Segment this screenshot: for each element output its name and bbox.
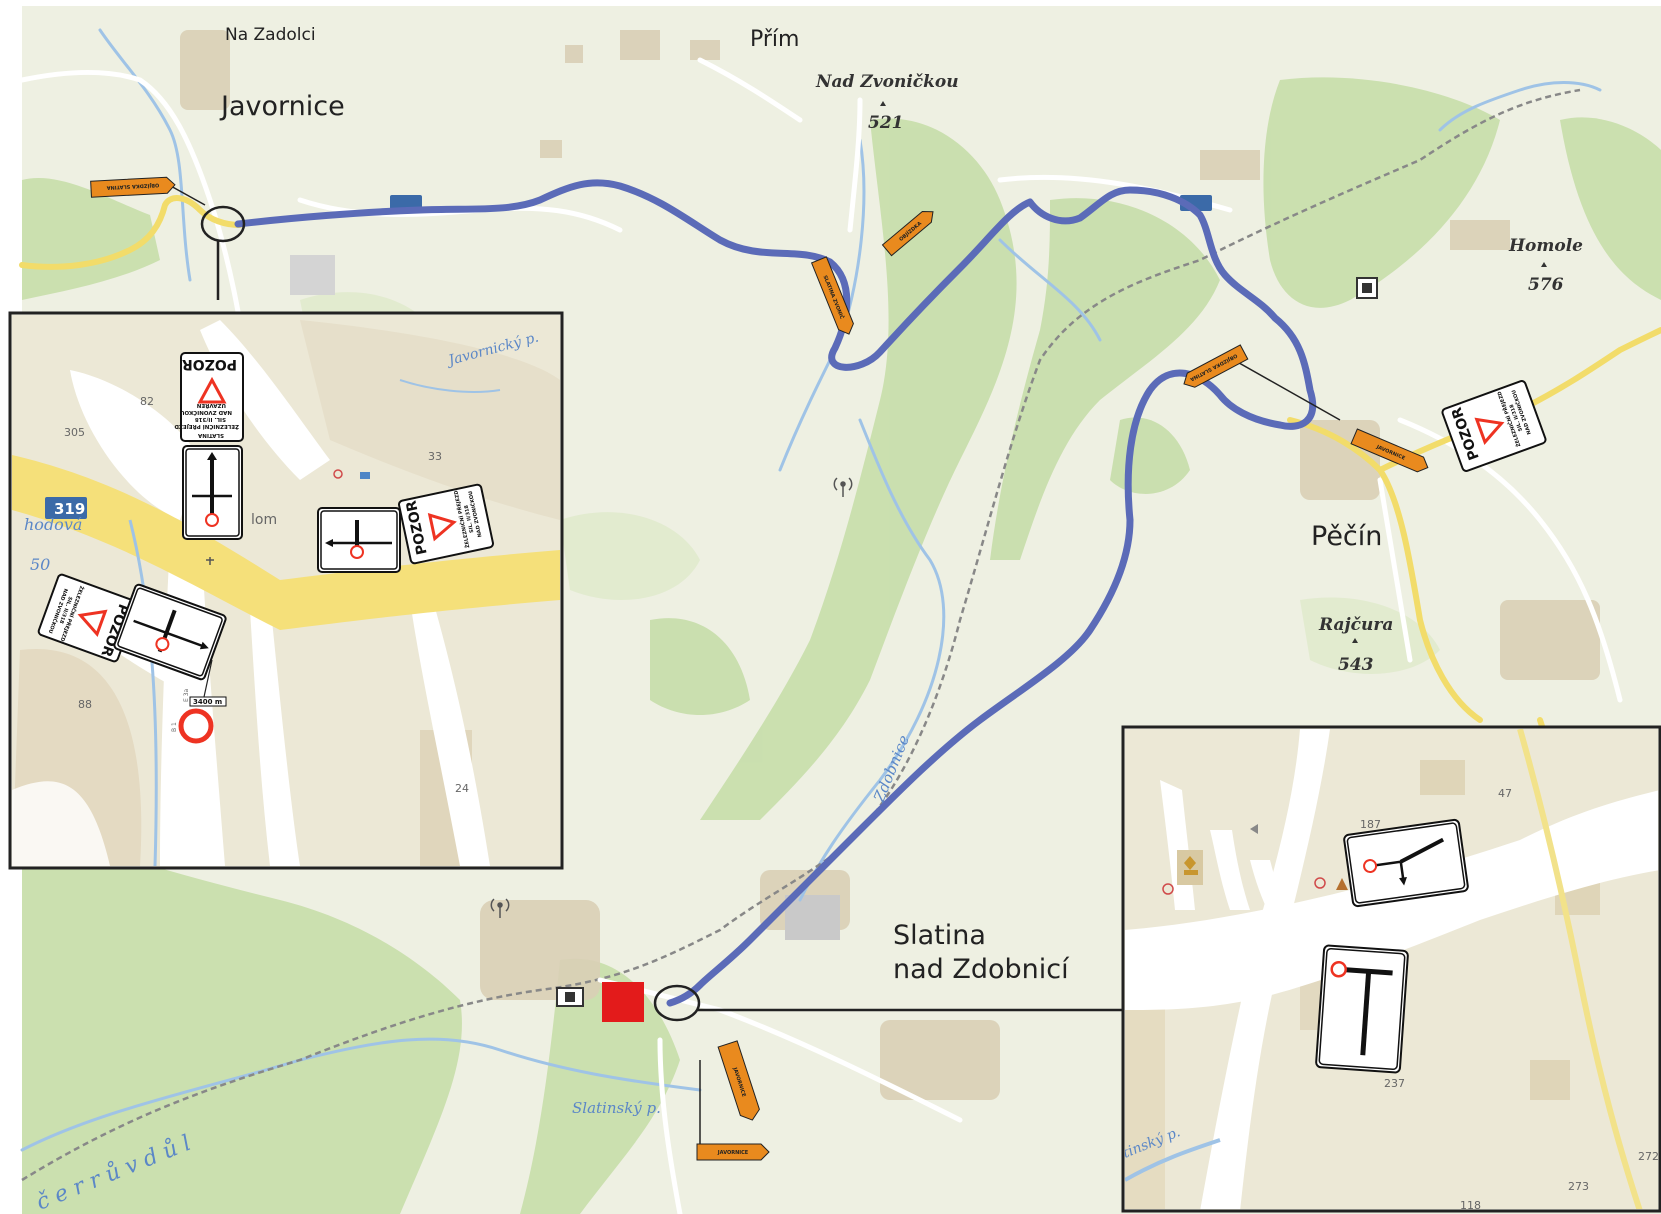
railway [21,88,1581,1182]
inset-left-road-shield: 319 [54,500,85,518]
detour-arrow-7: JAVORNICE [696,1143,770,1161]
peak-rajcura-elev: 543 [1338,655,1374,675]
place-javornice: Javornice [219,91,345,122]
inset-right-lbl-118: 118 [1460,1199,1481,1212]
parking-area [290,255,335,295]
junction-circle-slatina [653,984,701,1022]
antenna-icon-2 [490,898,510,918]
river-slatinsky: Slatinský p. [572,1099,661,1117]
peak-homole-icon [1541,262,1547,267]
detour-arrow-5: JAVORNICE [1350,428,1429,473]
sign-priority-cross-top [182,445,243,540]
sign-b1-text: B 1 [171,722,178,732]
inset-left-lbl-305: 305 [64,426,85,439]
junction-circle-javornice [200,205,246,243]
peak-rajcura-icon [1352,638,1358,643]
sign-cluster-right: POZOR ŽELEZNIČNÍ PŘEJEZD SIL. II/318 NAD… [317,483,494,573]
sign-warning-right-l2: SIL. II/318 [463,504,475,533]
inset-left-lbl-50: 50 [30,555,50,574]
place-prim: Přím [750,27,799,52]
peak-homole-name: Homole [1508,236,1583,256]
detour-arrow-1: OBJÍZDKA SLATINA [90,176,176,198]
inset-right-lbl-272: 272 [1638,1150,1659,1163]
inset-left-lbl-88: 88 [78,698,92,711]
sign-warning-line2: SIL. II/318 [195,416,226,422]
detour-arrow-7-text: JAVORNICE [717,1150,749,1156]
peak-nad-zvonickou-name: Nad Zvoničkou [815,72,959,92]
sign-priority-inset-right [1343,818,1469,908]
inset-left-lbl-hodova: hodová [24,515,82,534]
sign-dead-end-inset-right [1315,944,1409,1074]
sign-e3a-text: E 3a [183,688,190,702]
sign-cluster-lower: POZOR ŽELEZNIČNÍ PŘEJEZD SIL. II/318 NAD… [37,573,227,681]
station-icon [556,987,584,1007]
place-slatina-line2: nad Zdobnicí [893,954,1070,985]
place-na-zadolci: Na Zadolci [225,25,316,45]
sign-warning-line1: ŽELEZNIČNÍ PŘEJEZD [174,423,239,431]
inset-left-lbl-33: 33 [428,450,442,463]
station-icon-2 [1356,277,1378,299]
peak-rajcura-name: Rajčura [1318,615,1393,635]
sign-no-entry-b1: 3400 m E 3a B 1 [171,688,227,744]
sign-cluster-top: POZOR ŽELEZNIČNÍ PŘEJEZD SIL. II/318 NAD… [174,352,244,540]
peak-homole-elev: 576 [1528,275,1564,295]
sign-priority-lower [113,583,227,681]
detour-route [234,179,1317,1007]
industrial-area [785,895,840,940]
inset-left-lbl-lom: lom [251,512,277,528]
sign-dist-text: 3400 m [193,698,222,706]
peak-nad-zvonickou-icon [880,101,886,106]
inset-left: 319 305 82 33 88 24 hodová 50 lom Javorn… [8,311,564,870]
sign-pozor-text: POZOR [182,356,237,372]
sign-pozor-top: POZOR ŽELEZNIČNÍ PŘEJEZD SIL. II/318 NAD… [174,352,244,442]
sign-priority-right [317,507,401,573]
inset-left-lbl-24: 24 [455,782,469,795]
closure-marker [602,982,644,1022]
sign-pozor-pecin: POZOR ŽELEZNIČNÍ PŘEJEZD SIL. II/318 NAD… [1441,380,1547,472]
place-slatina-line1: Slatina [893,920,986,951]
detour-arrow-1-text: OBJÍZDKA SLATINA [106,182,159,193]
sign-warning-line3: NAD ZVONIČKOU [180,409,232,416]
building-areas [180,30,1600,1100]
peak-nad-zvonickou-elev: 521 [868,113,904,133]
sign-warning-line5: UZAVŘEN [196,402,226,409]
antenna-icon [833,477,853,497]
detour-arrow-6: JAVORNICE [717,1040,760,1121]
inset-right: 47 187 237 272 273 118 tinský p. [1121,725,1661,1213]
sign-warning-line4: SLATINA [197,432,224,438]
inset-right-lbl-237: 237 [1384,1077,1405,1090]
place-pecin: Pěčín [1311,521,1382,552]
inset-left-lbl-82: 82 [140,395,154,408]
inset-right-lbl-187: 187 [1360,818,1381,831]
sign-pozor-right: POZOR ŽELEZNIČNÍ PŘEJEZD SIL. II/318 NAD… [398,483,494,565]
inset-right-lbl-273: 273 [1568,1180,1589,1193]
inset-right-lbl-47: 47 [1498,787,1512,800]
